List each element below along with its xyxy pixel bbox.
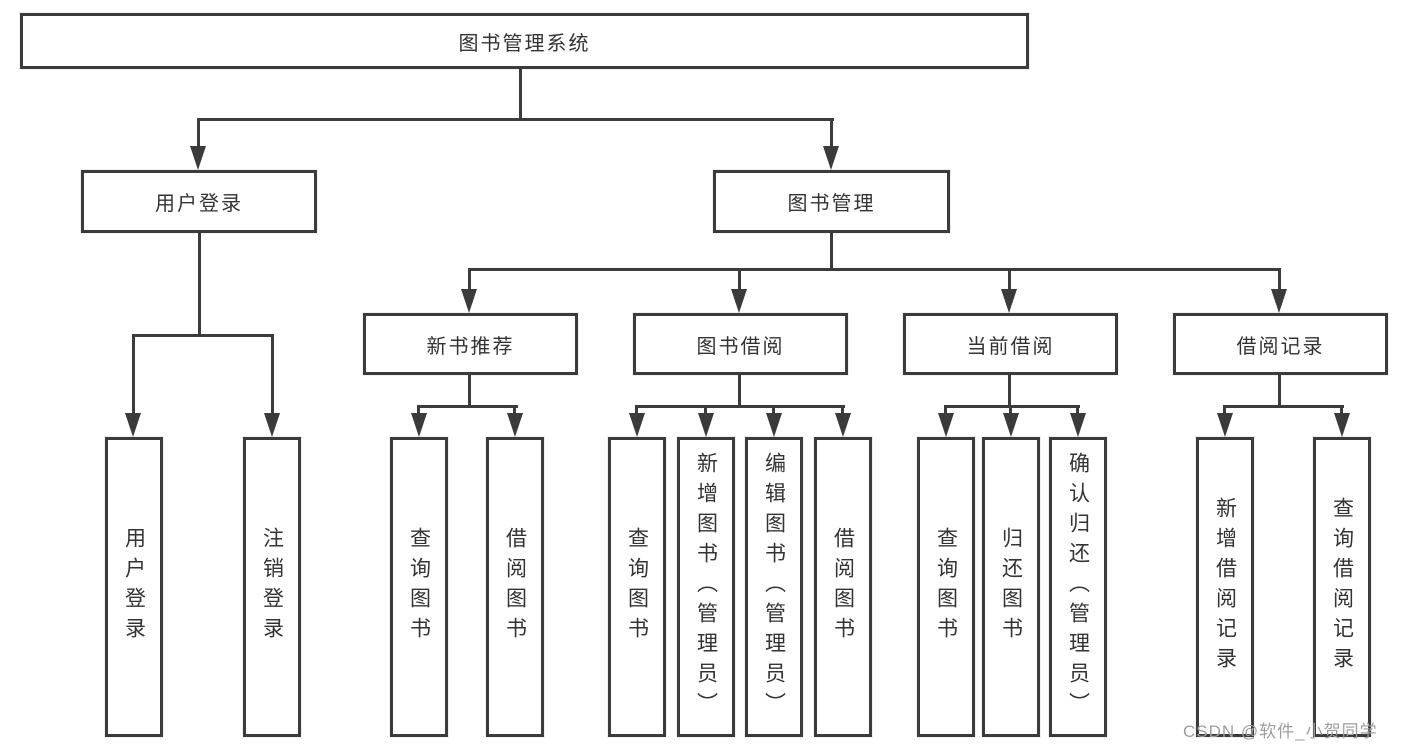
connector-line [1278,375,1281,407]
node-library-system: 图书管理系统 [20,13,1029,69]
connector-line [830,233,833,270]
connector-line [197,118,200,152]
leaf-cb-confirm-return-admin: 确认归还（管理员） [1049,437,1107,737]
arrow-down-icon [938,413,954,437]
arrow-down-icon [835,413,851,437]
leaf-label: 用户登录 [122,527,146,647]
leaf-bb-add-books-admin: 新增图书（管理员） [677,437,735,737]
arrow-down-icon [190,146,206,170]
leaf-br-add-record: 新增借阅记录 [1196,437,1254,737]
connector-line [704,405,707,419]
arrow-down-icon [461,289,477,313]
connector-line [1009,405,1012,419]
arrow-down-icon [698,413,714,437]
connector-line [132,334,135,414]
leaf-label: 确认归还（管理员） [1066,452,1090,722]
connector-line [841,405,844,419]
leaf-user-login: 用户登录 [105,437,163,737]
arrow-down-icon [1217,413,1233,437]
arrow-down-icon [629,413,645,437]
leaf-label: 查询图书 [407,527,431,647]
arrow-down-icon [1001,289,1017,313]
node-label: 图书管理系统 [458,32,591,55]
connector-line [468,268,1281,271]
connector-line [635,405,845,408]
connector-line [772,405,775,419]
node-borrowing-records: 借阅记录 [1173,313,1388,375]
connector-line [1008,375,1011,407]
connector-line [468,268,471,294]
node-current-borrowing: 当前借阅 [903,313,1118,375]
leaf-br-query-record: 查询借阅记录 [1313,437,1371,737]
arrow-down-icon [411,413,427,437]
leaf-bb-edit-books-admin: 编辑图书（管理员） [745,437,803,737]
leaf-nb-borrow-books: 借阅图书 [486,437,544,737]
arrow-down-icon [507,413,523,437]
leaf-cb-query-books: 查询图书 [917,437,975,737]
arrow-down-icon [823,146,839,170]
node-label: 用户登录 [155,193,243,215]
leaf-label: 归还图书 [999,527,1023,647]
arrow-down-icon [125,413,141,437]
connector-line [1278,268,1281,294]
leaf-bb-borrow-books: 借阅图书 [814,437,872,737]
leaf-label: 注销登录 [260,527,284,647]
connector-line [635,405,638,419]
node-label: 借阅记录 [1236,335,1325,358]
leaf-label: 编辑图书（管理员） [762,452,786,722]
arrow-down-icon [1271,289,1287,313]
leaf-bb-query-books: 查询图书 [608,437,666,737]
node-new-book-recommend: 新书推荐 [363,313,578,375]
connector-line [738,375,741,407]
connector-line [417,405,420,419]
node-label: 图书借阅 [696,335,785,358]
node-book-borrowing: 图书借阅 [633,313,848,375]
connector-line [944,405,1080,408]
arrow-down-icon [731,289,747,313]
connector-line [513,405,516,419]
leaf-label: 新增图书（管理员） [694,452,718,722]
leaf-nb-query-books: 查询图书 [390,437,448,737]
connector-line [197,118,834,121]
connector-line [1340,405,1343,419]
leaf-logout: 注销登录 [243,437,301,737]
arrow-down-icon [1003,413,1019,437]
connector-line [1076,405,1079,419]
arrow-down-icon [264,413,280,437]
arrow-down-icon [1070,413,1086,437]
leaf-label: 借阅图书 [503,527,527,647]
connector-line [271,334,274,414]
connector-line [738,268,741,294]
arrow-down-icon [766,413,782,437]
connector-line [198,233,201,336]
leaf-label: 查询借阅记录 [1330,497,1354,677]
connector-line [1223,405,1344,408]
connector-line [1008,268,1011,294]
leaf-cb-return-books: 归还图书 [982,437,1040,737]
connector-line [830,118,833,152]
connector-line [944,405,947,419]
arrow-down-icon [1334,413,1350,437]
node-label: 当前借阅 [966,335,1055,358]
leaf-label: 新增借阅记录 [1213,497,1237,677]
connector-line [468,375,471,407]
node-book-management: 图书管理 [713,170,950,233]
node-label: 图书管理 [787,193,876,215]
leaf-label: 查询图书 [625,527,649,647]
node-label: 新书推荐 [426,335,515,358]
leaf-label: 查询图书 [934,527,958,647]
csdn-watermark: CSDN @软件_小贺同学 [1183,722,1378,741]
connector-line [417,405,518,408]
node-user-login: 用户登录 [81,170,317,233]
connector-line [1223,405,1226,419]
leaf-label: 借阅图书 [831,527,855,647]
connector-line [132,334,274,337]
connector-line [519,68,522,121]
